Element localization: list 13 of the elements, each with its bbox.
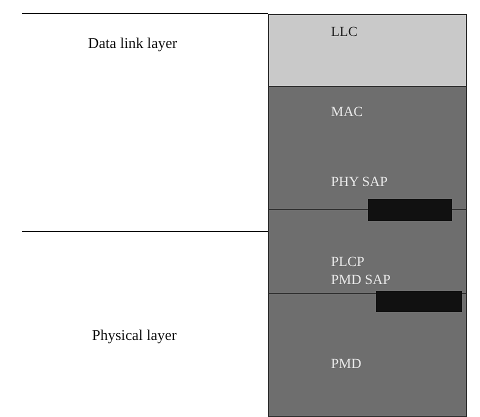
layer-name: MAC <box>331 105 363 121</box>
sap-label: PMD SAP <box>331 273 391 289</box>
layer-name: PLCP <box>331 255 364 271</box>
sap-label: PHY SAP <box>331 175 388 191</box>
layer-name: PMD <box>331 357 362 373</box>
protocol-layer-box <box>268 14 467 87</box>
protocol-layer-box <box>268 86 467 210</box>
layer-name: LLC <box>331 25 358 41</box>
protocol-layer-box <box>268 209 467 294</box>
protocol-layer-box <box>268 293 467 417</box>
sap-bar <box>368 199 452 221</box>
layer-label: Physical layer <box>92 328 177 345</box>
layer-label: Data link layer <box>88 36 178 53</box>
